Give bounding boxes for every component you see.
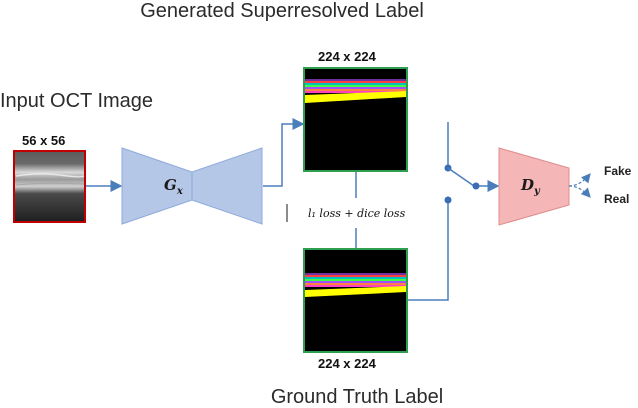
ground-truth-title: Ground Truth Label: [270, 386, 444, 408]
ground-truth-size-label: 224 x 224: [318, 356, 376, 371]
generated-size-label: 224 x 224: [318, 49, 376, 64]
input-size-label: 56 x 56: [22, 133, 66, 148]
discriminator-block: [498, 147, 570, 226]
arrow-generator-to-generated: [263, 118, 305, 187]
arrow-to-real: [568, 185, 591, 198]
input-oct-image: [13, 150, 86, 223]
ground-truth-label-image: [303, 248, 408, 353]
generator-block: [121, 147, 263, 225]
loss-label: l₁ loss + dice loss: [308, 207, 406, 220]
fake-output-label: Fake: [604, 164, 632, 178]
generated-label-image: [303, 67, 408, 172]
generator-label: Gx: [164, 176, 183, 197]
discriminator-label: Dy: [521, 176, 540, 197]
arrow-to-fake: [568, 173, 591, 187]
real-output-label: Real: [604, 192, 630, 206]
input-image-title: Input OCT Image: [0, 90, 154, 112]
generated-label-title: Generated Superresolved Label: [140, 0, 424, 22]
switch-connector: [408, 122, 500, 301]
